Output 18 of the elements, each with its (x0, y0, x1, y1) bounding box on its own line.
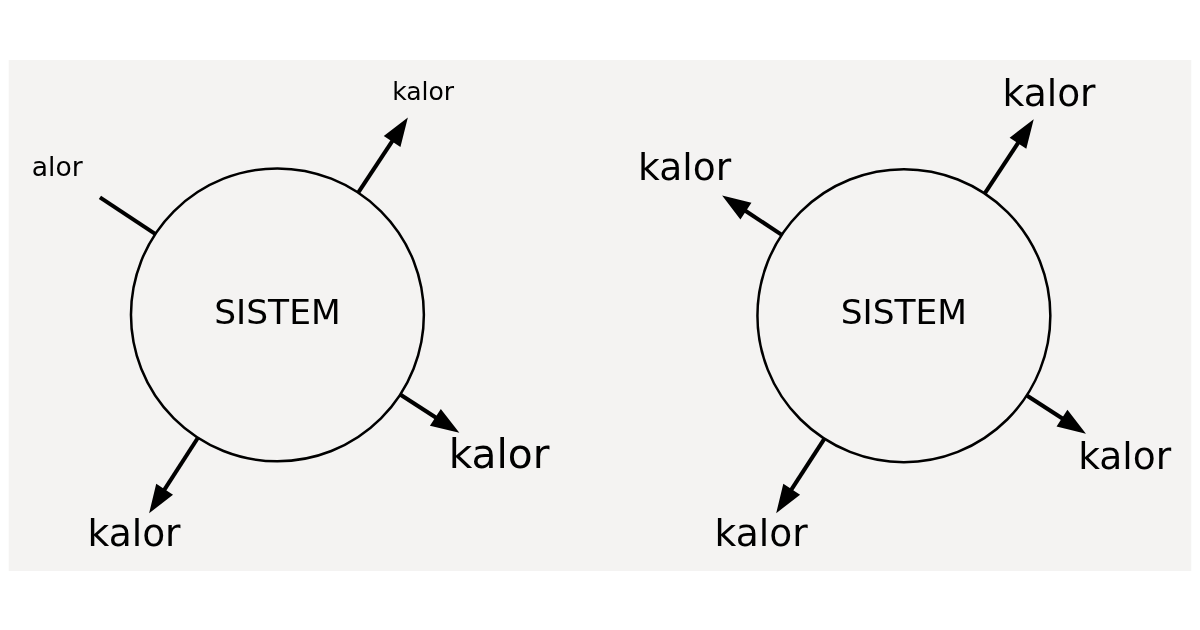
node-text: alor (31, 150, 83, 182)
node-text: kalor (1002, 70, 1096, 115)
arrow (1026, 393, 1086, 434)
node-circle: SISTEM (129, 166, 426, 463)
node-text: kalor (392, 76, 455, 106)
node-text: kalor (638, 144, 732, 189)
connector (98, 195, 157, 236)
node-text: kalor (1078, 433, 1172, 478)
arrow (356, 117, 408, 194)
arrow (776, 437, 826, 513)
node-circle: SISTEM (756, 167, 1052, 463)
arrow (399, 392, 460, 433)
arrow (983, 118, 1034, 194)
arrow (722, 194, 783, 236)
node-text: kalor (714, 510, 808, 555)
node-text: kalor (448, 429, 550, 478)
arrow (149, 436, 200, 513)
node-text: kalor (87, 510, 181, 555)
